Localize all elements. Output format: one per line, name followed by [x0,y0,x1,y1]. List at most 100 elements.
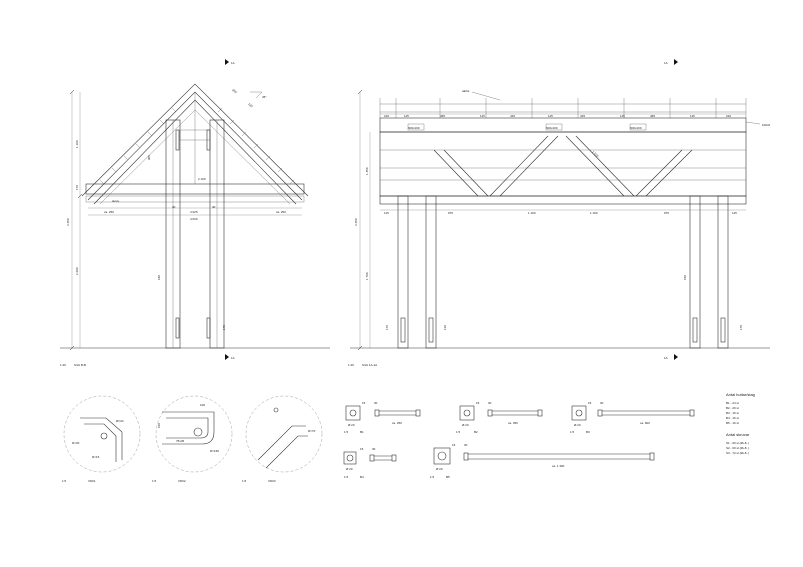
b3-head: Ø 20 [574,423,581,427]
bolt-b2: Ø 20 ca. 350 15 30 1:5 B2 [456,401,543,434]
b4-head: Ø 20 [346,467,353,471]
dim-post-h2: 130 [443,325,447,330]
dim-rafter-b: 120 [247,102,254,109]
dim-post: 180 [157,275,161,280]
roof-left-slope [81,83,309,197]
section-mark-left-bottom: 1A [231,356,235,360]
tag-c: 600x100 [630,126,642,130]
dim-right-lower: 1 700 [365,272,369,280]
view-left-label: Snitt B-B [74,363,86,367]
diagonal-braces [433,135,693,197]
b2-head: Ø 20 [462,423,469,427]
legend-a-5: B5 - 16 st [726,421,739,425]
bolt-b5: Ø 20 ca. 1 300 15 30 1:5 B5 [430,443,655,479]
b5-d: 15 [452,443,456,447]
top-span-9: 465 [650,114,655,118]
dim-small-a: 170 [75,185,79,190]
dim-eave-right: ca. 250 [276,210,286,214]
top-span-7: 415 [580,114,585,118]
vd02-dim-b: 100 [157,423,161,428]
top-span-8: 115 [620,114,625,118]
top-purlins [395,98,717,118]
b3-name: B3 [586,430,590,434]
section-mark-left-top: 1A [231,61,235,65]
dim-small-b: 170 [222,325,226,330]
vd01-dim-c: R=30 [72,441,80,445]
truss-body [379,131,747,197]
b1-scale: 1:5 [344,430,349,434]
vd03-dim-a: R=70 [308,429,316,433]
top-span-4: 115 [480,114,485,118]
legend-a-1: B1 - 24 st [726,401,739,405]
detail-vd01: Ø=20 R=15 R=30 1:5 VD01 [62,395,141,483]
top-span-5: 415 [510,114,515,118]
b2-len: ca. 350 [508,421,518,425]
b3-len: ca. 600 [640,421,650,425]
span-6: 115 [732,211,737,215]
view-right-label: Snitt 1A-1A [362,363,377,367]
vd02-scale: 1:5 [152,479,157,483]
view-right-scale: 1:20 [348,363,354,367]
b3-scale: 1:5 [570,430,575,434]
span-2: 975 [448,211,453,215]
top-span-1: 210 [384,114,389,118]
right-section-view: 1A 1A [348,59,771,367]
b1-len: ca. 250 [392,421,402,425]
b5-name: B5 [446,475,450,479]
span-3: 1 160 [528,211,536,215]
dim-mid-a: 2 100 [198,177,206,181]
dim-diag: 1 570 [591,150,599,158]
b2-name: B2 [474,430,478,434]
ridge-band [379,117,747,133]
dim-slope: 45° [262,95,267,99]
bolt-b4: Ø 20 15 30 1:5 B4 [343,447,397,479]
dim-right-total: 3 450 [354,218,358,226]
detail-vd03: R=70 1:5 VD03 [242,395,323,483]
dim-rafter-a: 200 [231,88,238,95]
vd03-scale: 1:5 [242,479,247,483]
section-arrow-left-top [225,59,229,65]
vd01-scale: 1:5 [62,479,67,483]
legend-a-2: B2 - 20 st [726,406,739,410]
dim-base-a: 40 [172,205,176,209]
dim-base-b: 40 [212,205,216,209]
legend: Antal bultar/stag B1 - 24 st B2 - 20 st … [726,392,755,455]
vd02-dim-d: 75x45 [176,439,185,443]
b2-scale: 1:5 [456,430,461,434]
section-arrow-right-bottom [674,354,678,360]
main-posts [397,195,729,349]
bottom-chord [379,195,747,205]
legend-title-a: Antal bultar/stag [726,392,755,397]
tag-a: 600x100 [408,126,420,130]
top-span-6: 115 [548,114,553,118]
legend-a-4: B4 - 16 st [726,416,739,420]
label-takfot: takfot [462,89,470,93]
b4-scale: 1:5 [344,475,349,479]
b1-d: 15 [362,401,366,405]
legend-a-3: B3 - 16 st [726,411,739,415]
dim-total-height: 3 450 [66,218,70,226]
note-skruv: skruv [112,199,120,203]
vd03-name: VD03 [268,479,276,483]
dim-right-small-a: 170 [385,325,389,330]
b2-d: 15 [476,401,480,405]
dim-upper-height: 1 100 [75,140,79,148]
b2-e: 30 [488,401,492,405]
dim-right-mid: 1 450 [365,167,369,175]
section-mark-right-top: 1A [664,61,668,65]
span-5: 975 [664,211,669,215]
b5-head: Ø 20 [436,467,443,471]
b1-e: 30 [374,401,378,405]
top-span-2: 115 [404,114,409,118]
lower-beam [85,195,305,203]
dim-right-small-b: 170 [739,325,743,330]
dim-width-a: 4 025 [190,210,198,214]
dim-lower-height: 2 200 [75,267,79,275]
vd02-dim-c: R=150 [210,449,219,453]
legend-b-2: S2 - 60 st (Ø+8..) [726,446,749,450]
b5-e: 30 [464,443,468,447]
b5-scale: 1:5 [430,475,435,479]
dim-width-b: 4 000 [190,217,198,221]
span-1: 115 [384,211,389,215]
